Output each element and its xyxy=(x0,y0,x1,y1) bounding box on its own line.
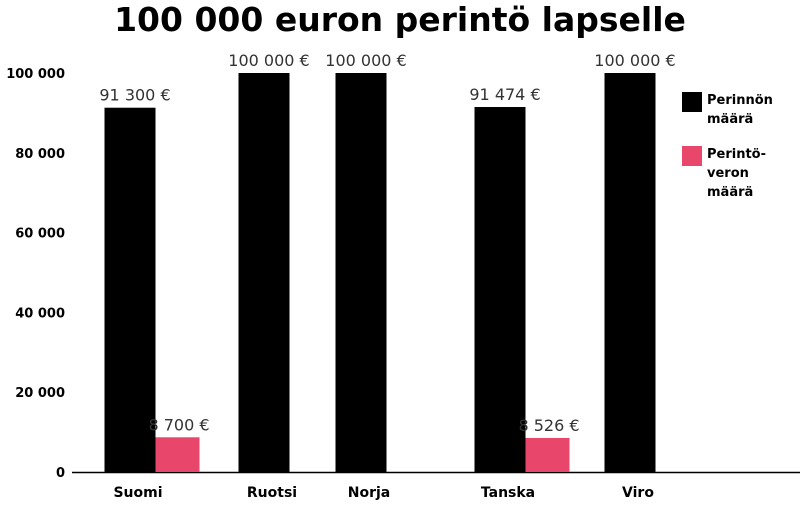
y-tick-label: 0 xyxy=(56,466,65,481)
labels-layer: 91 300 € 100 000 € 100 000 € 91 474 € 100 00… xyxy=(99,51,675,501)
data-label: 100 000 € xyxy=(228,51,309,70)
data-label: 100 000 € xyxy=(594,51,675,70)
bars-layer xyxy=(104,73,656,472)
data-label: 8 526 € xyxy=(518,416,579,435)
y-tick-label: 60 000 xyxy=(15,227,65,242)
y-tick-label: 100 000 xyxy=(6,67,65,82)
y-tick-label: 20 000 xyxy=(15,386,65,401)
legend-label: Perintö- xyxy=(707,147,766,162)
x-tick-label: Viro xyxy=(622,485,654,501)
legend-swatch xyxy=(682,92,702,112)
inheritance-bar-suomi xyxy=(104,107,156,472)
legend-label: Perinnön xyxy=(707,93,773,108)
y-tick-label: 80 000 xyxy=(15,147,65,162)
tax-bar-tanska xyxy=(518,437,570,472)
legend-swatch xyxy=(682,146,702,166)
legend-label: määrä xyxy=(707,185,753,200)
chart-title: 100 000 euron perintö lapselle xyxy=(114,0,686,39)
legend-label: määrä xyxy=(707,112,753,127)
data-label: 8 700 € xyxy=(148,415,209,434)
x-tick-label: Ruotsi xyxy=(247,485,297,501)
legend-label: veron xyxy=(707,166,749,181)
inheritance-bar-tanska xyxy=(474,107,526,472)
data-label: 91 300 € xyxy=(99,86,170,105)
inheritance-bar-ruotsi xyxy=(238,73,290,472)
x-tick-label: Suomi xyxy=(113,485,162,501)
axis-layer: 0 20 000 40 000 60 000 80 000 100 000 xyxy=(6,67,800,481)
y-tick-label: 40 000 xyxy=(15,306,65,321)
inheritance-bar-norja xyxy=(335,73,387,472)
x-tick-label: Tanska xyxy=(481,485,535,501)
data-label: 91 474 € xyxy=(469,85,540,104)
x-tick-label: Norja xyxy=(348,485,391,501)
data-label: 100 000 € xyxy=(325,51,406,70)
tax-bar-suomi xyxy=(148,437,200,472)
inheritance-bar-viro xyxy=(604,73,656,472)
